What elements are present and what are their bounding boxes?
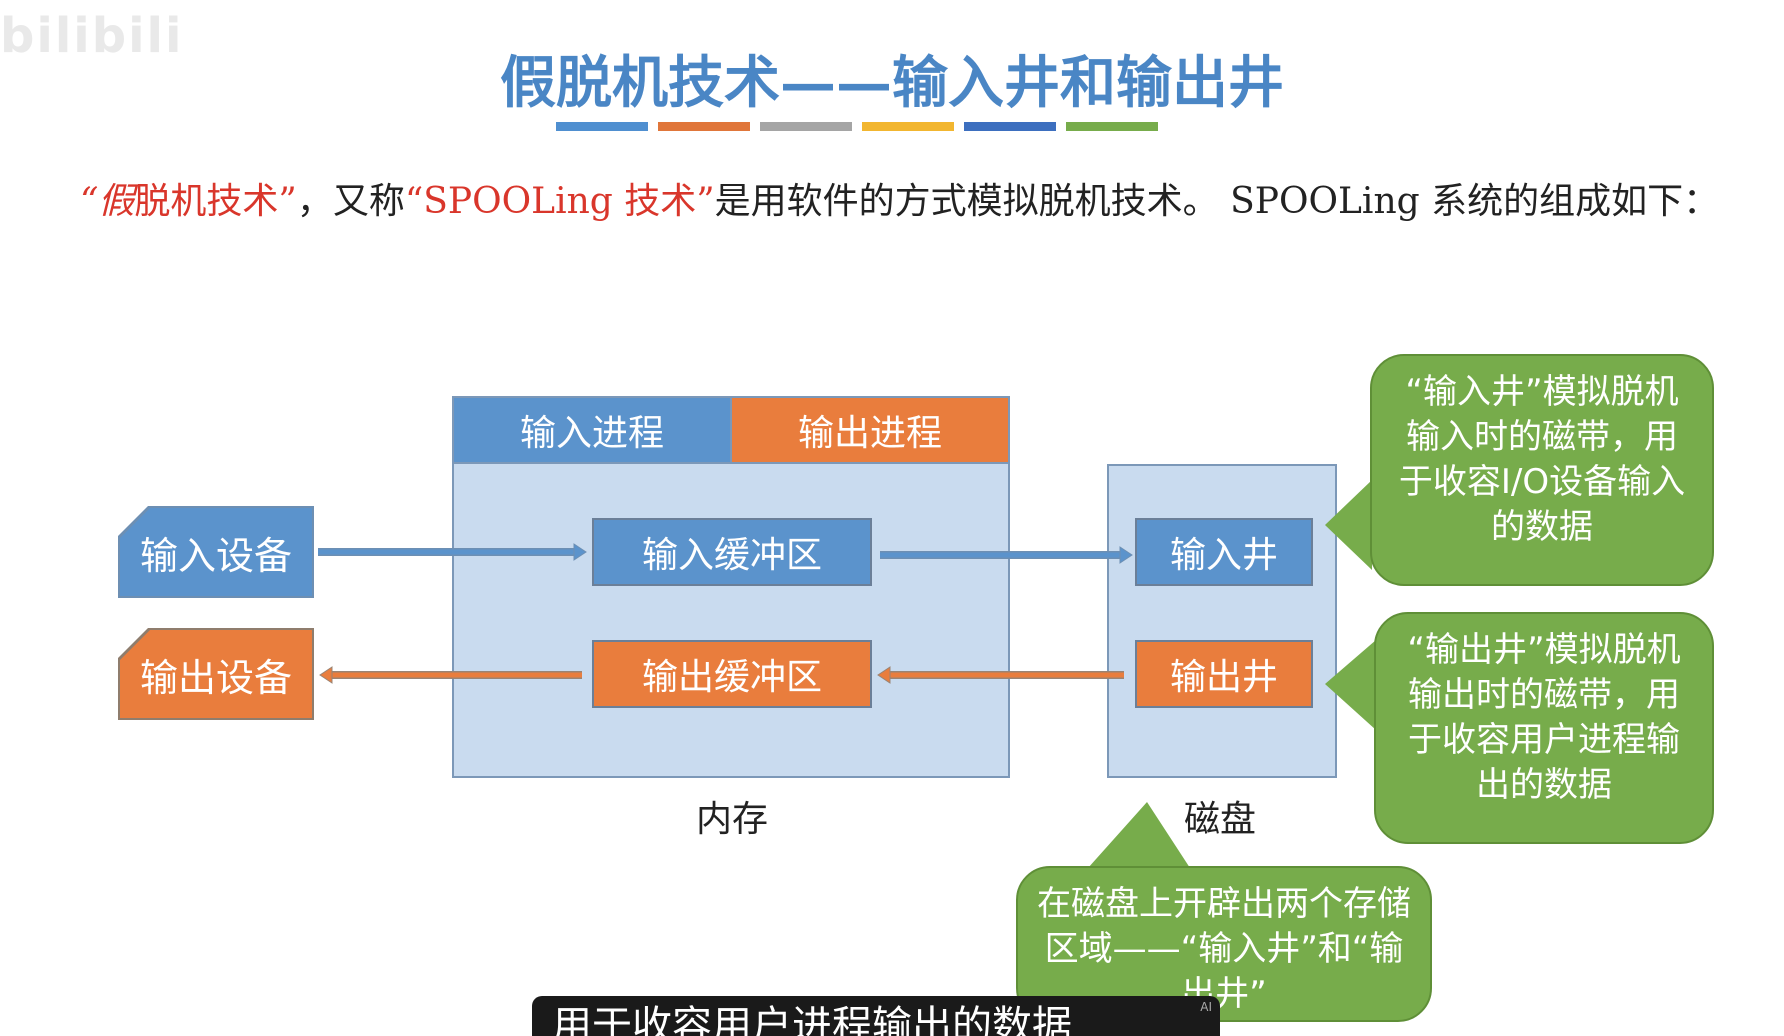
- output-buffer-box: 输出缓冲区: [592, 640, 872, 708]
- intro-term-1: 脱机技术”: [134, 181, 297, 222]
- intro-quote-open: “: [80, 181, 99, 222]
- input-process-box: 输入进程: [452, 396, 732, 464]
- callout-output-well: “输出井”模拟脱机输出时的磁带，用于收容用户进程输出的数据: [1374, 612, 1714, 844]
- intro-jia: 假: [98, 181, 135, 222]
- arrow-output-well-to-buffer: [877, 666, 1124, 684]
- intro-text: “假脱机技术”，又称“SPOOLing 技术”是用软件的方式模拟脱机技术。 SP…: [80, 172, 1719, 224]
- input-buffer-box: 输入缓冲区: [592, 518, 872, 586]
- callout-pointer-disk: [1088, 802, 1190, 868]
- callout-input-well: “输入井”模拟脱机输入时的磁带，用于收容I/O设备输入的数据: [1370, 354, 1714, 586]
- output-device-border: 输出设备: [118, 628, 314, 720]
- ai-subtitle-tag: AI: [1200, 1000, 1212, 1014]
- watermark-logo: bilibili: [0, 8, 184, 64]
- title-stripe-6: [1066, 122, 1158, 131]
- video-subtitle: 用于收容用户进程输出的数据 AI: [532, 996, 1220, 1036]
- input-device-border: 输入设备: [118, 506, 314, 598]
- subtitle-text: 用于收容用户进程输出的数据: [552, 1003, 1072, 1036]
- input-well-box: 输入井: [1135, 518, 1313, 586]
- intro-term-2: “SPOOLing 技术”: [404, 181, 715, 222]
- intro-connector: ，又称: [296, 181, 405, 222]
- title-stripe-4: [862, 122, 954, 131]
- disk-region: [1107, 464, 1337, 778]
- intro-rest: 是用软件的方式模拟脱机技术。 SPOOLing 系统的组成如下：: [714, 181, 1720, 222]
- title-stripe-2: [658, 122, 750, 131]
- output-process-box: 输出进程: [730, 396, 1010, 464]
- disk-label: 磁盘: [1184, 799, 1257, 840]
- arrow-input-buffer-to-well: [880, 546, 1133, 564]
- title-stripe-3: [760, 122, 852, 131]
- callout-pointer-input: [1325, 480, 1372, 570]
- callout-pointer-output: [1325, 640, 1376, 730]
- slide-title: 假脱机技术——输入井和输出井: [500, 50, 1284, 116]
- arrow-input-device-to-buffer: [318, 543, 587, 561]
- title-stripe-5: [964, 122, 1056, 131]
- input-device: 输入设备: [120, 508, 312, 596]
- output-well-box: 输出井: [1135, 640, 1313, 708]
- memory-label: 内存: [696, 799, 769, 840]
- title-stripe-1: [556, 122, 648, 131]
- memory-region: [452, 456, 1010, 778]
- arrow-output-buffer-to-device: [319, 666, 582, 684]
- output-device: 输出设备: [120, 630, 312, 718]
- title-color-stripes: [556, 122, 1158, 131]
